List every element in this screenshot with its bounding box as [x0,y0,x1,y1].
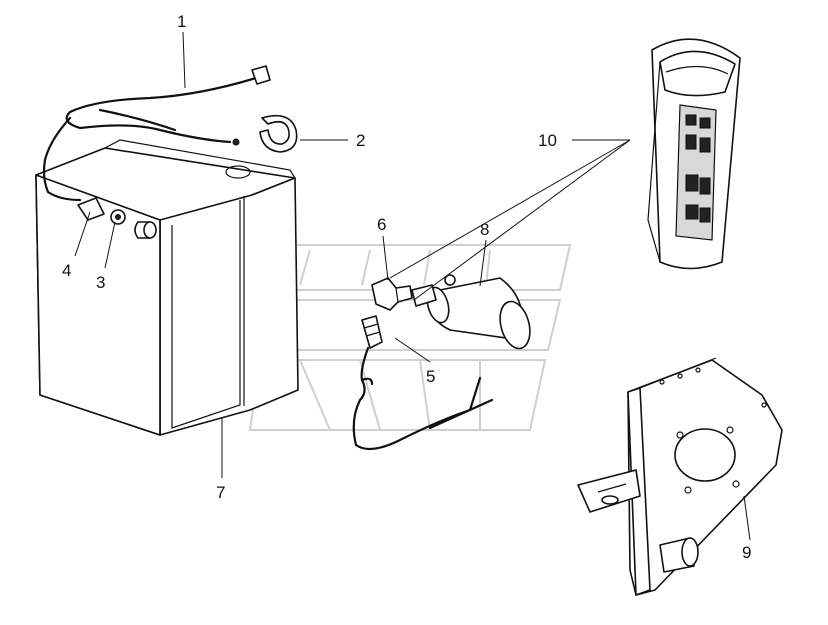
clamp [259,114,298,153]
small-valve [361,315,383,349]
control-unit [647,38,741,270]
callout-4: 4 [62,261,71,280]
mounting-bracket [577,357,783,596]
callout-7: 7 [216,483,225,502]
harness-connector [251,65,271,85]
leader-lines [74,31,751,541]
callout-labels: 1 2 3 4 5 6 7 8 9 10 [62,12,751,562]
cylinder-filter [411,274,531,350]
callout-9: 9 [742,543,751,562]
callout-5: 5 [426,367,435,386]
elbow-fitting [371,277,413,311]
callout-6: 6 [377,215,386,234]
callout-2: 2 [356,131,365,150]
callout-10: 10 [538,131,557,150]
callout-1: 1 [177,12,186,31]
callout-3: 3 [96,273,105,292]
tank [35,139,299,436]
wiring-harness [42,65,271,202]
sensor-fitting [77,197,105,221]
callout-8: 8 [480,220,489,239]
sensor-cable [352,346,494,451]
